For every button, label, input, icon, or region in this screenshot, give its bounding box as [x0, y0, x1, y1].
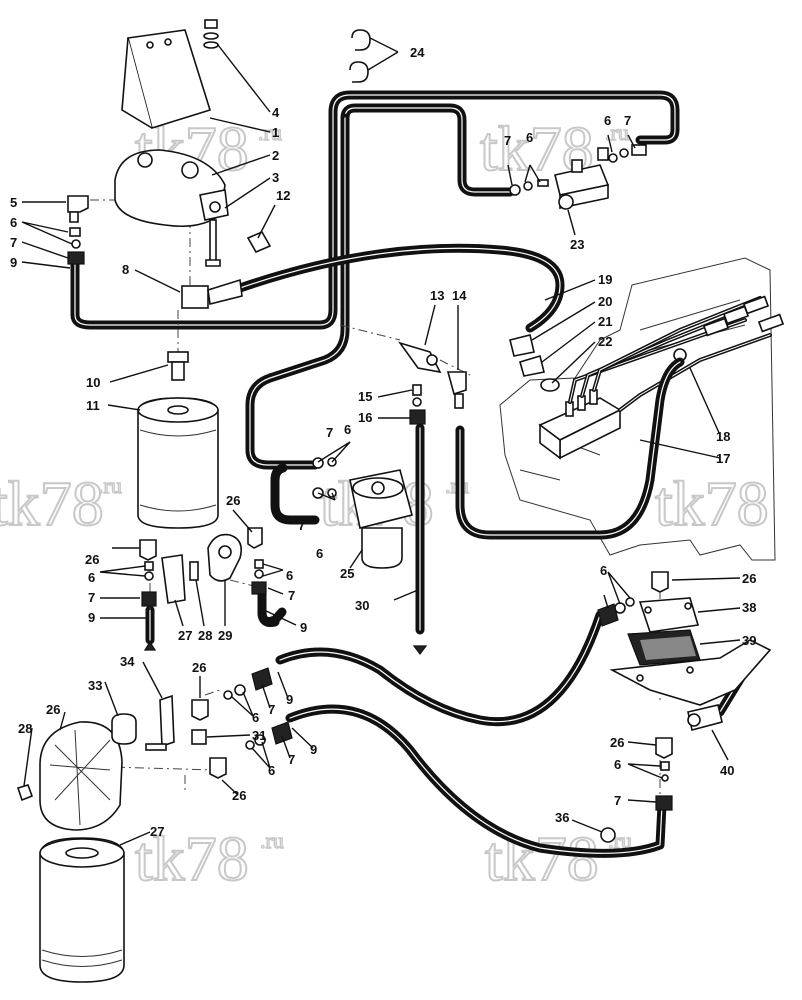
callout-6: 6: [344, 422, 351, 437]
callout-14: 14: [452, 288, 467, 303]
callout-7: 7: [504, 133, 511, 148]
callout-22: 22: [598, 334, 612, 349]
callout-7: 7: [10, 235, 17, 250]
callout-15: 15: [358, 389, 372, 404]
callout-7: 7: [298, 518, 305, 533]
callout-6: 6: [268, 763, 275, 778]
callout-26: 26: [192, 660, 206, 675]
watermark-suffix: .ru: [258, 120, 282, 145]
parts: [16, 19, 772, 983]
callout-34: 33: [88, 678, 102, 693]
leader-lines: [21, 37, 741, 846]
callout-9: 9: [300, 620, 307, 635]
callout-labels: 4 1 2 3 5 6 7 9 8 12 10 11 13 14 15 16 1…: [10, 45, 756, 839]
callout-6: 6: [316, 546, 323, 561]
callout-8: 8: [122, 262, 129, 277]
callout-26: 26: [226, 493, 240, 508]
watermark-text: tk78: [135, 823, 249, 894]
callout-9: 9: [88, 610, 95, 625]
callout-7: 7: [624, 113, 631, 128]
callout-26: 26: [610, 735, 624, 750]
callout-1: 1: [272, 125, 279, 140]
callout-7: 7: [288, 752, 295, 767]
callout-26: 26: [232, 788, 246, 803]
callout-23: 23: [570, 237, 584, 252]
callout-7: 7: [88, 590, 95, 605]
callout-12: 12: [276, 188, 290, 203]
callout-4: 4: [272, 105, 280, 120]
callout-26: 26: [85, 552, 99, 567]
callout-25: 25: [340, 566, 354, 581]
callout-27: 27: [178, 628, 192, 643]
callout-40: 40: [720, 763, 734, 778]
callout-33: 28: [18, 721, 32, 736]
callout-5: 5: [10, 195, 17, 210]
callout-6: 6: [88, 570, 95, 585]
watermark-text: tk78: [0, 468, 104, 539]
callout-7: 7: [288, 588, 295, 603]
callout-31: 26: [46, 702, 60, 717]
watermark-suffix: .ru: [260, 828, 284, 853]
callout-17: 17: [716, 451, 730, 466]
callout-6: 6: [600, 563, 607, 578]
callout-7: 7: [326, 425, 333, 440]
callout-6: 6: [614, 757, 621, 772]
callout-6: 6: [286, 568, 293, 583]
callout-9: 9: [10, 255, 17, 270]
callout-6: 6: [252, 710, 259, 725]
callout-20: 20: [598, 294, 612, 309]
callout-6: 6: [604, 113, 611, 128]
callout-2: 2: [272, 148, 279, 163]
callout-39: 39: [742, 633, 756, 648]
callout-11: 11: [86, 398, 100, 413]
callout-13: 13: [430, 288, 444, 303]
watermark-text: tk78: [655, 468, 769, 539]
callout-26: 26: [742, 571, 756, 586]
callout-38: 38: [742, 600, 756, 615]
callout-24: 24: [410, 45, 425, 60]
fuel-hoses: [70, 90, 747, 858]
callout-36: 31: [252, 728, 266, 743]
callout-6: 6: [526, 130, 533, 145]
callout-37: 36: [555, 810, 569, 825]
callout-32: 27: [150, 824, 164, 839]
callout-28: 28: [198, 628, 212, 643]
callout-3: 3: [272, 170, 279, 185]
callout-29: 29: [218, 628, 232, 643]
callout-7: 7: [268, 702, 275, 717]
callout-18: 18: [716, 429, 730, 444]
watermark-suffix: .ru: [98, 473, 122, 498]
callout-9: 9: [310, 742, 317, 757]
callout-16: 16: [358, 410, 372, 425]
callout-9: 9: [286, 692, 293, 707]
callout-19: 19: [598, 272, 612, 287]
callout-6: 6: [10, 215, 17, 230]
callout-35: 34: [120, 654, 135, 669]
callout-7: 7: [614, 793, 621, 808]
callout-10: 10: [86, 375, 100, 390]
watermark-suffix: .ru: [605, 120, 629, 145]
engine-block: [499, 257, 785, 561]
callout-21: 21: [598, 314, 612, 329]
callout-30: 30: [355, 598, 369, 613]
